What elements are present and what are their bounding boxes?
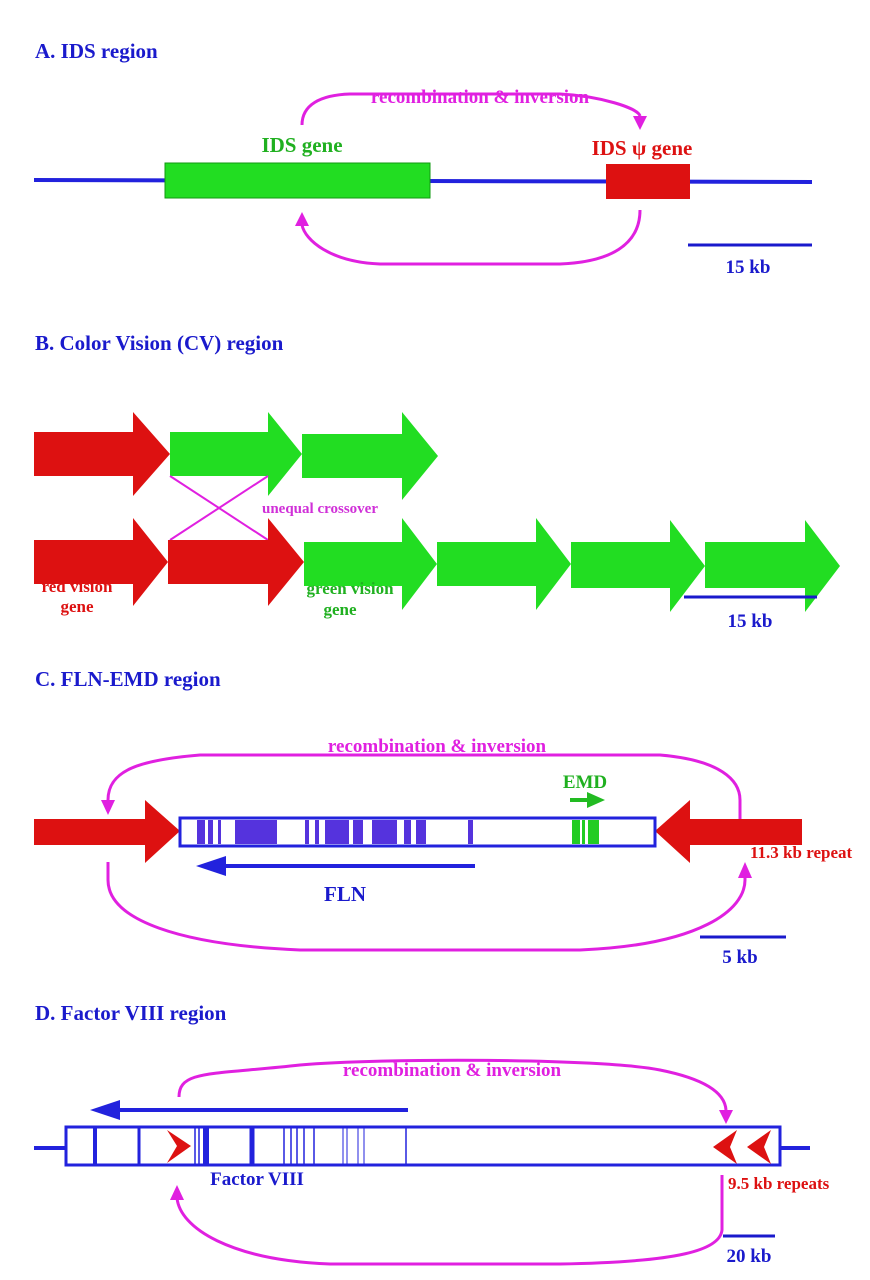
arc-arrowhead-icon xyxy=(738,862,752,878)
repeat-label: 9.5 kb repeats xyxy=(728,1174,830,1193)
scale-label: 5 kb xyxy=(722,947,757,968)
arc-arrowhead-icon xyxy=(101,800,115,815)
scale-label: 15 kb xyxy=(726,257,771,278)
green-gene-arrow xyxy=(302,412,438,500)
repeat-chevron-icon xyxy=(713,1130,737,1164)
fln-exon xyxy=(404,820,411,844)
fln-exon xyxy=(218,820,221,844)
panel-c-fln-emd-region: C. FLN-EMD region recombination & invers… xyxy=(34,667,853,968)
panel-a-title: A. IDS region xyxy=(35,39,158,63)
recombination-arc-top xyxy=(177,1058,728,1111)
scale-label: 15 kb xyxy=(728,611,773,632)
emd-exon xyxy=(588,820,599,844)
repeat-chevron-icon xyxy=(747,1130,771,1164)
factor-viii-gene-box xyxy=(64,1125,782,1167)
fln-exon xyxy=(305,820,309,844)
green-gene-arrow xyxy=(571,520,705,612)
red-gene-label-line2: gene xyxy=(60,597,94,616)
arc-arrowhead-icon xyxy=(719,1110,733,1124)
fln-exon xyxy=(197,820,205,844)
fln-exon xyxy=(416,820,426,844)
repeat-chevron-icon xyxy=(167,1130,191,1163)
fln-exon xyxy=(372,820,397,844)
recombination-arc-top xyxy=(106,753,742,820)
arc-arrowhead-icon xyxy=(295,212,309,226)
crossover-line xyxy=(169,475,269,541)
fln-exon xyxy=(325,820,349,844)
arc-arrowhead-icon xyxy=(633,116,647,130)
fln-exon xyxy=(315,820,319,844)
panel-d-factor-viii-region: D. Factor VIII region recombination & in… xyxy=(34,1001,830,1267)
recombination-label: recombination & inversion xyxy=(328,736,547,757)
repeat-label: 11.3 kb repeat xyxy=(750,843,853,862)
panel-d-title: D. Factor VIII region xyxy=(35,1001,227,1025)
panel-b-color-vision-region: B. Color Vision (CV) region unequal cros… xyxy=(34,331,840,632)
fln-exons xyxy=(197,820,473,844)
fln-exon xyxy=(353,820,363,844)
factor-viii-label: Factor VIII xyxy=(210,1169,304,1190)
right-repeat-arrow xyxy=(655,800,802,863)
green-gene-arrow xyxy=(705,520,840,612)
scale-label: 20 kb xyxy=(727,1246,772,1267)
ids-gene-label: IDS gene xyxy=(261,133,342,157)
recombination-arc-bottom xyxy=(175,1175,724,1266)
green-gene-arrow xyxy=(437,518,571,610)
recombination-arc-bottom xyxy=(106,862,747,952)
fln-exon xyxy=(468,820,473,844)
red-gene-arrow xyxy=(34,518,168,606)
green-gene-arrow xyxy=(170,412,302,496)
factor-viii-exons xyxy=(93,1128,407,1164)
red-gene-arrow xyxy=(168,518,304,606)
crossover-label: unequal crossover xyxy=(262,501,378,517)
left-repeat-arrow xyxy=(34,800,180,863)
arc-arrowhead-icon xyxy=(170,1185,184,1200)
green-gene-arrow xyxy=(304,518,437,610)
green-gene-label-line2: gene xyxy=(323,600,357,619)
emd-label: EMD xyxy=(563,772,607,793)
ids-pseudogene-label: IDS ψ gene xyxy=(592,136,693,160)
fln-exon xyxy=(235,820,277,844)
factor-viii-direction-arrowhead-icon xyxy=(90,1100,120,1120)
red-gene-label-line1: red vision xyxy=(41,577,113,596)
recombination-label: recombination & inversion xyxy=(371,87,590,108)
fln-exon xyxy=(208,820,213,844)
panel-c-title: C. FLN-EMD region xyxy=(35,667,221,691)
panel-a-ids-region: A. IDS region IDS gene IDS ψ gene recomb… xyxy=(33,39,813,278)
emd-exons xyxy=(572,820,599,844)
recombination-arc-top xyxy=(300,92,642,126)
fln-direction-arrowhead-icon xyxy=(196,856,226,876)
recombination-arc-bottom xyxy=(300,209,642,266)
emd-exon xyxy=(582,820,585,844)
panel-b-title: B. Color Vision (CV) region xyxy=(35,331,284,355)
ids-gene-box xyxy=(164,162,431,199)
emd-direction-arrow-icon xyxy=(570,792,605,808)
fln-label: FLN xyxy=(324,882,366,906)
ids-pseudogene-box xyxy=(606,164,690,199)
red-gene-arrow xyxy=(34,412,170,496)
recombination-label: recombination & inversion xyxy=(343,1060,562,1081)
emd-exon xyxy=(572,820,580,844)
green-gene-label-line1: green vision xyxy=(306,579,394,598)
